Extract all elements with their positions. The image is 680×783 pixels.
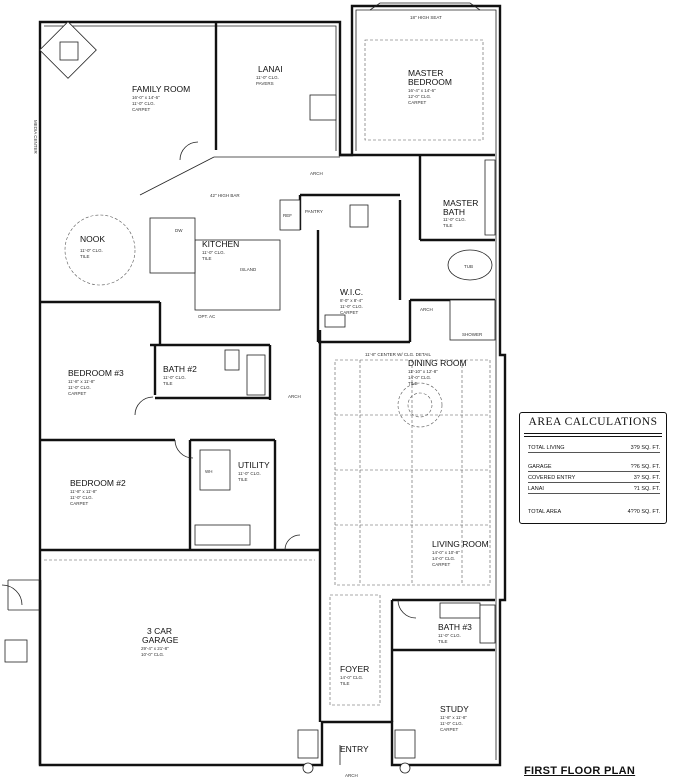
ceiling-lines [44, 39, 491, 706]
label-ref: REF [283, 213, 292, 218]
room-wic-ceil: 11'-0" CLG. [340, 304, 363, 309]
room-lanai-name: LANAI [258, 64, 283, 74]
room-bedroom3-name: BEDROOM #3 [68, 368, 124, 378]
area-calculations-title: AREA CALCULATIONS [528, 416, 658, 428]
room-labels: FAMILY ROOM 16'-0" x 14'-6" 11'-0" CLG. … [68, 64, 489, 754]
room-family-room-name: FAMILY ROOM [132, 84, 190, 94]
label-arch-1: ARCH [310, 171, 323, 176]
room-bath2-ceil: 11'-0" CLG. [163, 375, 186, 380]
room-wic-dims: 8'-0" x 8'-4" [340, 298, 363, 303]
room-master-bath-finish: TILE [443, 223, 453, 228]
label-tub: TUB [464, 264, 473, 269]
room-family-room-dims: 16'-0" x 14'-6" [132, 95, 160, 100]
doors [1, 141, 417, 765]
room-foyer-name: FOYER [340, 664, 369, 674]
floor-plan-title: FIRST FLOOR PLAN [524, 765, 636, 777]
room-master-bedroom-dims: 16'-4" x 14'-6" [408, 88, 436, 93]
room-garage-name: 3 CAR [147, 626, 172, 636]
room-bedroom3-dims: 11'-8" x 11'-8" [68, 379, 95, 384]
room-bath3-ceil: 11'-0" CLG. [438, 633, 461, 638]
room-utility-finish: TILE [238, 477, 248, 482]
fixtures [4, 2, 496, 774]
room-living-room-dims: 14'-0" x 10'-8" [432, 550, 460, 555]
area-row-lanai: LANAI ?1 SQ. FT. [528, 486, 660, 494]
interior-walls [7, 22, 495, 765]
label-arch-2: ARCH [288, 394, 301, 399]
room-study-name: STUDY [440, 704, 469, 714]
room-bath2-finish: TILE [163, 381, 173, 386]
room-study-ceil: 11'-0" CLG. [440, 721, 463, 726]
room-bath3-name: BATH #3 [438, 622, 472, 632]
room-nook-ceil: 11'-0" CLG. [80, 248, 103, 253]
room-family-room-finish: CARPET [132, 107, 151, 112]
room-dining-room-finish: TILE [408, 381, 418, 386]
room-kitchen-finish: TILE [202, 256, 212, 261]
room-dining-room-ceil: 14'-0" CLG. [408, 375, 431, 380]
room-bedroom2-finish: CARPET [70, 501, 89, 506]
room-wic-finish: CARPET [340, 310, 359, 315]
room-living-room-name: LIVING ROOM [432, 539, 489, 549]
room-nook-finish: TILE [80, 254, 90, 259]
room-master-bedroom-finish: CARPET [408, 100, 427, 105]
room-utility-name: UTILITY [238, 460, 270, 470]
label-shower: SHOWER [462, 332, 483, 337]
room-lanai-finish: PAVERS [256, 81, 274, 86]
room-kitchen-ceil: 11'-0" CLG. [202, 250, 225, 255]
label-arch-3: ARCH [420, 307, 433, 312]
label-pantry: PANTRY [305, 209, 323, 214]
room-foyer-ceil: 14'-0" CLG. [340, 675, 363, 680]
room-garage-name-2: GARAGE [142, 635, 179, 645]
room-study-finish: CARPET [440, 727, 459, 732]
room-garage-dims: 29'-4" x 21'-8" [141, 646, 169, 651]
annotations: 18" HIGH SEAT PANTRY ISLAND TUB SHOWER R… [33, 15, 483, 778]
label-high-bar: 42" HIGH BAR [210, 193, 240, 198]
room-family-room-ceil: 11'-0" CLG. [132, 101, 155, 106]
room-bedroom2-dims: 11'-8" x 11'-8" [70, 489, 97, 494]
area-row-garage: GARAGE ??6 SQ. FT. [528, 464, 660, 472]
area-row-covered-entry: COVERED ENTRY 3? SQ. FT. [528, 475, 660, 483]
room-study-dims: 11'-8" x 11'-8" [440, 715, 467, 720]
room-master-bath-name-2: BATH [443, 207, 465, 217]
room-garage-ceil: 10'-0" CLG. [141, 652, 164, 657]
room-bath3-finish: TILE [438, 639, 448, 644]
area-row-total-living: TOTAL LIVING 3?9 SQ. FT. [528, 445, 660, 453]
room-foyer-finish: TILE [340, 681, 350, 686]
room-bath2-name: BATH #2 [163, 364, 197, 374]
room-dining-room-dims: 11'-10" x 12'-8" [408, 369, 438, 374]
room-lanai-ceil: 11'-0" CLG. [256, 75, 279, 80]
label-wh: WH [205, 469, 213, 474]
room-entry-name: ENTRY [340, 744, 369, 754]
room-bedroom3-finish: CARPET [68, 391, 87, 396]
room-master-bath-ceil: 11'-0" CLG. [443, 217, 466, 222]
room-master-bath-name: MASTER [443, 198, 478, 208]
label-media: MEDIA CENTER [33, 120, 38, 155]
label-island: ISLAND [240, 267, 257, 272]
room-utility-ceil: 11'-0" CLG. [238, 471, 261, 476]
room-dining-room-name: DINING ROOM [408, 358, 467, 368]
label-arch-4: ARCH [345, 773, 358, 778]
area-row-total-area: TOTAL AREA 4??0 SQ. FT. [528, 509, 660, 515]
area-calculations-table: AREA CALCULATIONS TOTAL LIVING 3?9 SQ. F… [519, 412, 667, 524]
label-dw: DW [175, 228, 183, 233]
room-wic-name: W.I.C. [340, 287, 363, 297]
room-master-bedroom-ceil: 12'-0" CLG. [408, 94, 431, 99]
room-living-room-ceil: 14'-0" CLG. [432, 556, 455, 561]
label-opt-ac: OPT. AC [198, 314, 216, 319]
room-bedroom2-name: BEDROOM #2 [70, 478, 126, 488]
room-nook-name: NOOK [80, 234, 105, 244]
room-living-room-finish: CARPET [432, 562, 451, 567]
room-bedroom3-ceil: 11'-0" CLG. [68, 385, 91, 390]
label-center-clg: 11'-8" CENTER W/ CLG. DETAIL [365, 352, 432, 357]
room-bedroom2-ceil: 11'-0" CLG. [70, 495, 93, 500]
room-kitchen-name: KITCHEN [202, 239, 239, 249]
label-high-seat: 18" HIGH SEAT [410, 15, 442, 20]
room-master-bedroom-name: MASTER [408, 68, 443, 78]
room-master-bedroom-name-2: BEDROOM [408, 77, 452, 87]
